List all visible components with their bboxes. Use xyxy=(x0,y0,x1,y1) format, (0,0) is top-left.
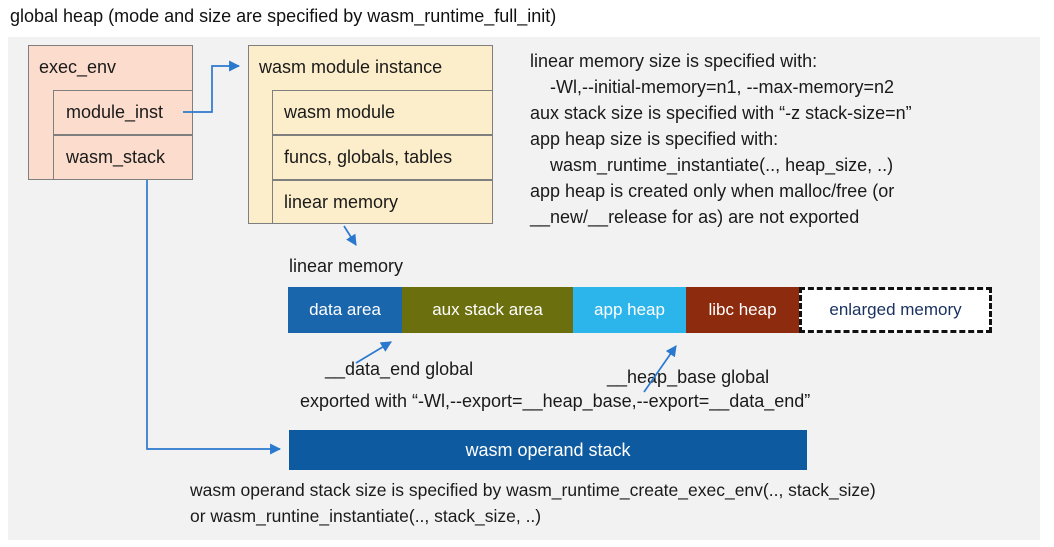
note-line: or wasm_runtine_instantiate(.., stack_si… xyxy=(190,506,542,526)
annotation-data-end-global: __data_end global xyxy=(325,359,474,379)
wasm-operand-stack-bar: wasm operand stack xyxy=(289,430,807,470)
exec-env-row-wasm-stack: wasm_stack xyxy=(53,135,193,180)
diagram-title: global heap (mode and size are specified… xyxy=(10,6,557,26)
segment-data-area: data area xyxy=(288,287,402,333)
linear-memory-label: linear memory xyxy=(289,256,404,276)
module-instance-header: wasm module instance xyxy=(259,57,443,77)
annotation-exported-with: exported with “-Wl,--export=__heap_base,… xyxy=(300,391,811,411)
note-line: wasm_runtime_instantiate(.., heap_size, … xyxy=(550,155,894,175)
module-instance-row-funcs-globals-tables: funcs, globals, tables xyxy=(272,135,493,180)
module-instance-row-wasm-module: wasm module xyxy=(272,90,493,135)
annotation-heap-base-global: __heap_base global xyxy=(607,367,770,387)
note-line: app heap size is specified with: xyxy=(530,129,779,149)
segment-libc-heap: libc heap xyxy=(686,287,799,333)
operand-stack-notes: wasm operand stack size is specified by … xyxy=(190,477,876,529)
segment-enlarged-memory: enlarged memory xyxy=(799,287,992,333)
note-line: __new/__release for as) are not exported xyxy=(530,207,860,227)
note-line: wasm operand stack size is specified by … xyxy=(190,480,876,500)
segment-app-heap: app heap xyxy=(573,287,686,333)
module-instance-row-linear-memory: linear memory xyxy=(272,180,493,224)
note-line: linear memory size is specified with: xyxy=(530,51,818,71)
note-line: aux stack size is specified with “-z sta… xyxy=(530,103,912,123)
segment-aux-stack-area: aux stack area xyxy=(402,287,573,333)
linear-memory-notes: linear memory size is specified with: -W… xyxy=(530,48,1042,230)
exec-env-row-module-inst: module_inst xyxy=(53,90,193,135)
note-line: -Wl,--initial-memory=n1, --max-memory=n2 xyxy=(550,77,895,97)
exec-env-header: exec_env xyxy=(39,57,117,77)
note-line: app heap is created only when malloc/fre… xyxy=(530,181,895,201)
